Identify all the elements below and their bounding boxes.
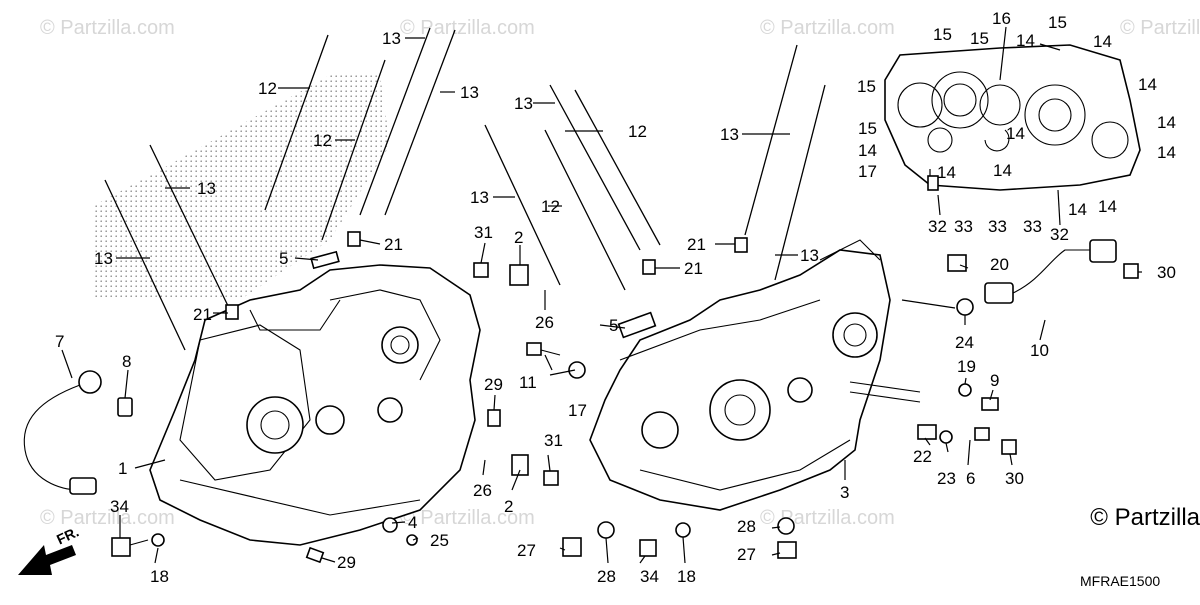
callout-7[interactable]: 7 [55, 332, 64, 351]
callout-12[interactable]: 12 [258, 79, 277, 98]
callout-17[interactable]: 17 [858, 162, 877, 181]
callout-12[interactable]: 12 [313, 131, 332, 150]
callout-32[interactable]: 32 [1050, 225, 1069, 244]
callout-21[interactable]: 21 [684, 259, 703, 278]
watermark: © Partzilla.com [40, 17, 175, 39]
callout-25[interactable]: 25 [430, 531, 449, 550]
callout-32[interactable]: 32 [928, 217, 947, 236]
callout-13[interactable]: 13 [470, 188, 489, 207]
callout-31[interactable]: 31 [474, 223, 493, 242]
callout-6[interactable]: 6 [966, 469, 975, 488]
callout-30[interactable]: 30 [1005, 469, 1024, 488]
callout-13[interactable]: 13 [382, 29, 401, 48]
front-arrow-icon [18, 545, 76, 575]
callout-20[interactable]: 20 [990, 255, 1009, 274]
callout-14[interactable]: 14 [1006, 124, 1025, 143]
callout-29[interactable]: 29 [337, 553, 356, 572]
callout-16[interactable]: 16 [992, 9, 1011, 28]
watermark: © Partzilla.com [400, 17, 535, 39]
callout-15[interactable]: 15 [1048, 13, 1067, 32]
callout-33[interactable]: 33 [988, 217, 1007, 236]
callout-14[interactable]: 14 [937, 163, 956, 182]
callout-33[interactable]: 33 [1023, 217, 1042, 236]
callout-28[interactable]: 28 [737, 517, 756, 536]
callout-11[interactable]: 11 [519, 373, 537, 392]
callout-27[interactable]: 27 [737, 545, 756, 564]
callout-3[interactable]: 3 [840, 483, 849, 502]
callout-14[interactable]: 14 [1016, 31, 1035, 50]
watermark: © Partzilla.com [1120, 17, 1200, 39]
callout-26[interactable]: 26 [473, 481, 492, 500]
callout-14[interactable]: 14 [1093, 32, 1112, 51]
callout-24[interactable]: 24 [955, 333, 974, 352]
callout-13[interactable]: 13 [94, 249, 113, 268]
stud-shading [95, 75, 390, 300]
callout-14[interactable]: 14 [993, 161, 1012, 180]
callout-13[interactable]: 13 [800, 246, 819, 265]
callout-5[interactable]: 5 [609, 316, 618, 335]
callout-19[interactable]: 19 [957, 357, 976, 376]
callout-21[interactable]: 21 [384, 235, 403, 254]
callout-29[interactable]: 29 [484, 375, 503, 394]
callout-13[interactable]: 13 [197, 179, 216, 198]
callout-21[interactable]: 21 [193, 305, 212, 324]
callout-14[interactable]: 14 [1068, 200, 1087, 219]
leader-lines [61, 26, 1142, 564]
callout-18[interactable]: 18 [150, 567, 169, 586]
callout-23[interactable]: 23 [937, 469, 956, 488]
callout-26[interactable]: 26 [535, 313, 554, 332]
callout-14[interactable]: 14 [1098, 197, 1117, 216]
callout-9[interactable]: 9 [990, 371, 999, 390]
watermark: © Partzilla.com [760, 17, 895, 39]
callout-13[interactable]: 13 [514, 94, 533, 113]
callout-4[interactable]: 4 [408, 513, 417, 532]
callout-30[interactable]: 30 [1157, 263, 1176, 282]
callout-2[interactable]: 2 [514, 228, 523, 247]
callout-15[interactable]: 15 [857, 77, 876, 96]
stud-bolts [104, 27, 826, 351]
callout-27[interactable]: 27 [517, 541, 536, 560]
callout-10[interactable]: 10 [1030, 341, 1049, 360]
callout-12[interactable]: 12 [541, 197, 560, 216]
right-crankcase [589, 239, 891, 511]
callout-12[interactable]: 12 [628, 122, 647, 141]
callout-21[interactable]: 21 [687, 235, 706, 254]
callout-33[interactable]: 33 [954, 217, 973, 236]
watermark: © Partzilla.com [40, 507, 175, 529]
watermark: © Partzilla.com [400, 507, 535, 529]
case-gasket [884, 44, 1141, 191]
callout-15[interactable]: 15 [970, 29, 989, 48]
callout-14[interactable]: 14 [1138, 75, 1157, 94]
callout-31[interactable]: 31 [544, 431, 563, 450]
callout-1[interactable]: 1 [118, 459, 127, 478]
callout-13[interactable]: 13 [720, 125, 739, 144]
callout-17[interactable]: 17 [568, 401, 587, 420]
callout-5[interactable]: 5 [279, 249, 288, 268]
callout-34[interactable]: 34 [640, 567, 659, 586]
callout-15[interactable]: 15 [858, 119, 877, 138]
callout-13[interactable]: 13 [460, 83, 479, 102]
callout-15[interactable]: 15 [933, 25, 952, 44]
callout-22[interactable]: 22 [913, 447, 932, 466]
callout-14[interactable]: 14 [1157, 113, 1176, 132]
callout-28[interactable]: 28 [597, 567, 616, 586]
callout-18[interactable]: 18 [677, 567, 696, 586]
callout-14[interactable]: 14 [858, 141, 877, 160]
callout-14[interactable]: 14 [1157, 143, 1176, 162]
diagram-code: MFRAE1500 [1080, 573, 1161, 589]
callout-2[interactable]: 2 [504, 497, 513, 516]
callout-labels: 1 2 2 3 4 5 5 6 7 8 9 10 11 12 12 12 12 … [55, 9, 1176, 586]
brand-watermark: © Partzilla [1090, 504, 1200, 531]
callout-8[interactable]: 8 [122, 352, 131, 371]
callout-34[interactable]: 34 [110, 497, 129, 516]
